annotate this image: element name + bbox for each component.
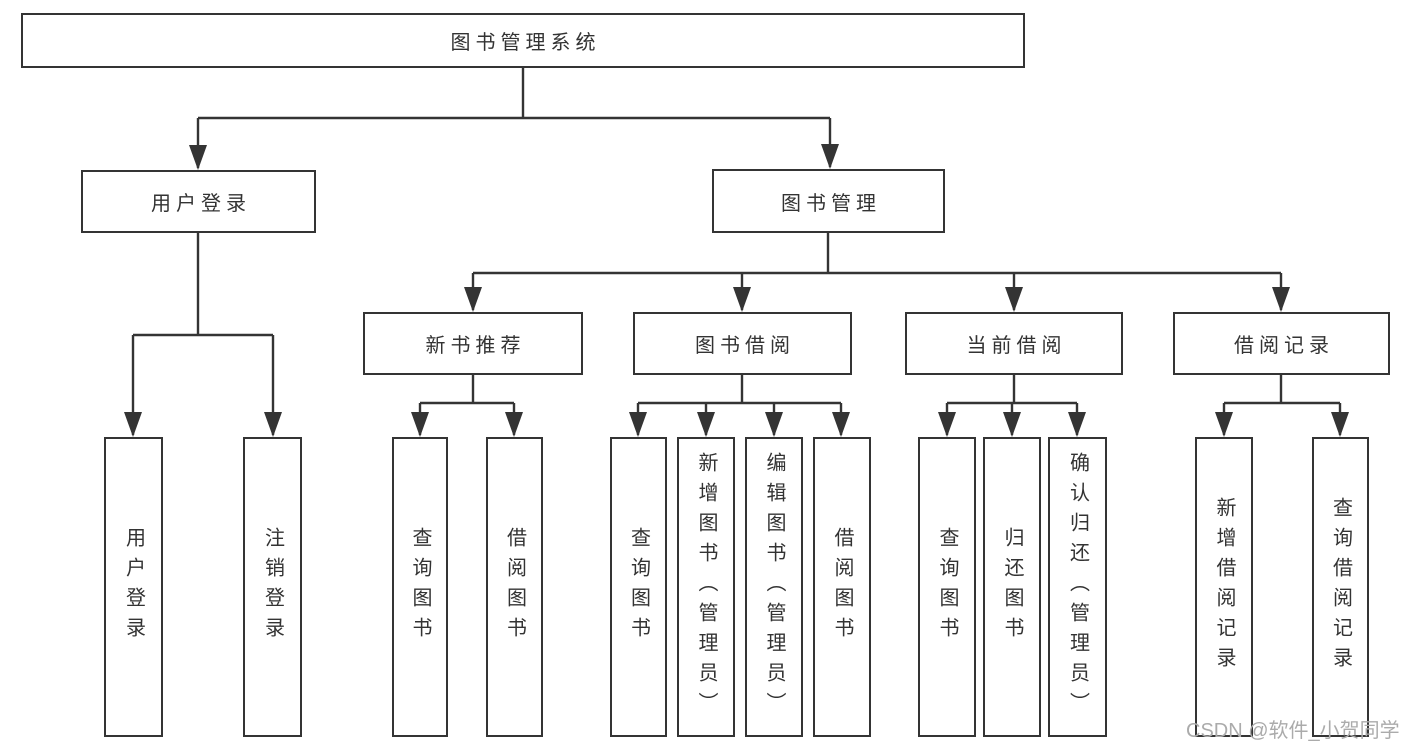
leaf-edit-book-admin: 编辑图书（管理员）: [745, 437, 803, 737]
leaf-query-books-current: 查询图书: [918, 437, 976, 737]
node-label: 新增图书（管理员）: [695, 452, 717, 722]
arrow-down-icon: [765, 412, 783, 437]
arrow-down-icon: [1068, 412, 1086, 437]
leaf-add-borrow-record: 新增借阅记录: [1195, 437, 1253, 737]
node-label: 图书管理: [781, 192, 881, 215]
node-system-root: 图书管理系统: [21, 13, 1025, 68]
arrow-down-icon: [124, 412, 142, 437]
arrow-down-icon: [938, 412, 956, 437]
node-label: 查询图书: [409, 527, 431, 647]
node-book-borrow: 图书借阅: [633, 312, 852, 375]
edge-current-borrow-to-leaves: [938, 375, 1086, 437]
edge-root-to-branches: [189, 68, 839, 170]
node-label: 新增借阅记录: [1213, 497, 1235, 677]
edge-book-management-to-sections: [464, 233, 1290, 312]
node-label: 归还图书: [1001, 527, 1023, 647]
arrow-down-icon: [1005, 287, 1023, 312]
arrow-down-icon: [1215, 412, 1233, 437]
leaf-add-book-admin: 新增图书（管理员）: [677, 437, 735, 737]
arrow-down-icon: [629, 412, 647, 437]
node-user-login: 用户登录: [81, 170, 316, 233]
node-label: 编辑图书（管理员）: [763, 452, 785, 722]
leaf-query-borrow-record: 查询借阅记录: [1312, 437, 1369, 737]
node-label: 新书推荐: [425, 335, 526, 357]
node-book-management: 图书管理: [712, 169, 945, 233]
node-label: 借阅记录: [1234, 335, 1334, 357]
node-label: 查询借阅记录: [1329, 497, 1352, 677]
edge-user-login-to-children: [124, 233, 282, 437]
leaf-query-books-borrow: 查询图书: [610, 437, 667, 737]
watermark: CSDN @软件_小贺同学: [1186, 720, 1400, 742]
arrow-down-icon: [1331, 412, 1349, 437]
leaf-borrow-books-recommend: 借阅图书: [486, 437, 543, 737]
arrow-down-icon: [464, 287, 482, 312]
node-label: 用户登录: [151, 193, 251, 215]
arrow-down-icon: [189, 145, 207, 170]
node-borrow-records: 借阅记录: [1173, 312, 1390, 375]
arrow-down-icon: [505, 412, 523, 437]
edge-borrow-records-to-leaves: [1215, 375, 1349, 437]
node-label: 确认归还（管理员）: [1066, 452, 1089, 722]
arrow-down-icon: [697, 412, 715, 437]
arrow-down-icon: [411, 412, 429, 437]
node-label: 当前借阅: [966, 335, 1067, 357]
leaf-query-books-recommend: 查询图书: [392, 437, 448, 737]
node-label: 借阅图书: [503, 527, 526, 647]
node-current-borrow: 当前借阅: [905, 312, 1123, 375]
node-label: 用户登录: [122, 527, 145, 647]
arrow-down-icon: [1003, 412, 1021, 437]
arrow-down-icon: [733, 287, 751, 312]
arrow-down-icon: [1272, 287, 1290, 312]
leaf-logout: 注销登录: [243, 437, 302, 737]
node-new-book-recommend: 新书推荐: [363, 312, 583, 375]
edge-book-borrow-to-leaves: [629, 375, 850, 437]
arrow-down-icon: [832, 412, 850, 437]
leaf-borrow-books: 借阅图书: [813, 437, 871, 737]
node-label: 查询图书: [627, 527, 650, 647]
leaf-return-book: 归还图书: [983, 437, 1041, 737]
leaf-user-login: 用户登录: [104, 437, 163, 737]
node-label: 图书借阅: [695, 335, 795, 357]
arrow-down-icon: [264, 412, 282, 437]
node-label: 借阅图书: [831, 527, 853, 647]
node-label: 图书管理系统: [450, 32, 601, 54]
arrow-down-icon: [821, 144, 839, 169]
leaf-confirm-return-admin: 确认归还（管理员）: [1048, 437, 1107, 737]
node-label: 注销登录: [261, 527, 284, 647]
node-label: 查询图书: [936, 527, 958, 647]
edge-new-book-recommend-to-leaves: [411, 375, 523, 437]
